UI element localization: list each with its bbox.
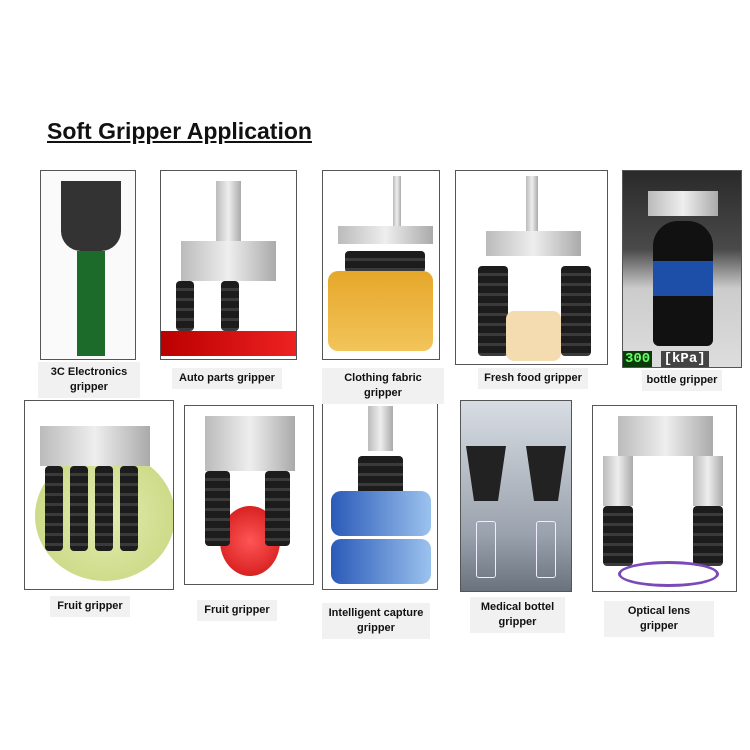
image-fruit-gripper-apple <box>184 405 314 585</box>
image-fresh-food-gripper <box>455 170 608 365</box>
label-auto-parts-gripper: Auto parts gripper <box>172 368 282 389</box>
pressure-unit: [kPa] <box>660 351 709 367</box>
image-auto-parts-gripper <box>160 170 297 360</box>
label-clothing-fabric-gripper: Clothing fabric gripper <box>322 368 444 404</box>
image-optical-lens-gripper <box>592 405 737 592</box>
image-fruit-gripper-melon <box>24 400 174 590</box>
label-fruit-gripper-2: Fruit gripper <box>197 600 277 621</box>
label-3c-electronics-gripper: 3C Electronics gripper <box>38 362 140 398</box>
page-title: Soft Gripper Application <box>47 118 312 144</box>
label-fruit-gripper-1: Fruit gripper <box>50 596 130 617</box>
pressure-value: 300 <box>623 351 653 367</box>
label-bottle-gripper: bottle gripper <box>642 370 722 391</box>
label-fresh-food-gripper: Fresh food gripper <box>478 368 588 389</box>
label-optical-lens-gripper: Optical lens gripper <box>604 601 714 637</box>
image-clothing-fabric-gripper <box>322 170 440 360</box>
image-medical-bottel-gripper <box>460 400 572 592</box>
label-intelligent-capture-gripper: Intelligent capture gripper <box>322 603 430 639</box>
pressure-readout: 300 [kPa] <box>623 351 709 367</box>
image-bottle-gripper: 300 [kPa] <box>622 170 742 368</box>
label-medical-bottel-gripper: Medical bottel gripper <box>470 597 565 633</box>
image-3c-electronics-gripper <box>40 170 136 360</box>
image-intelligent-capture-gripper <box>322 400 438 590</box>
